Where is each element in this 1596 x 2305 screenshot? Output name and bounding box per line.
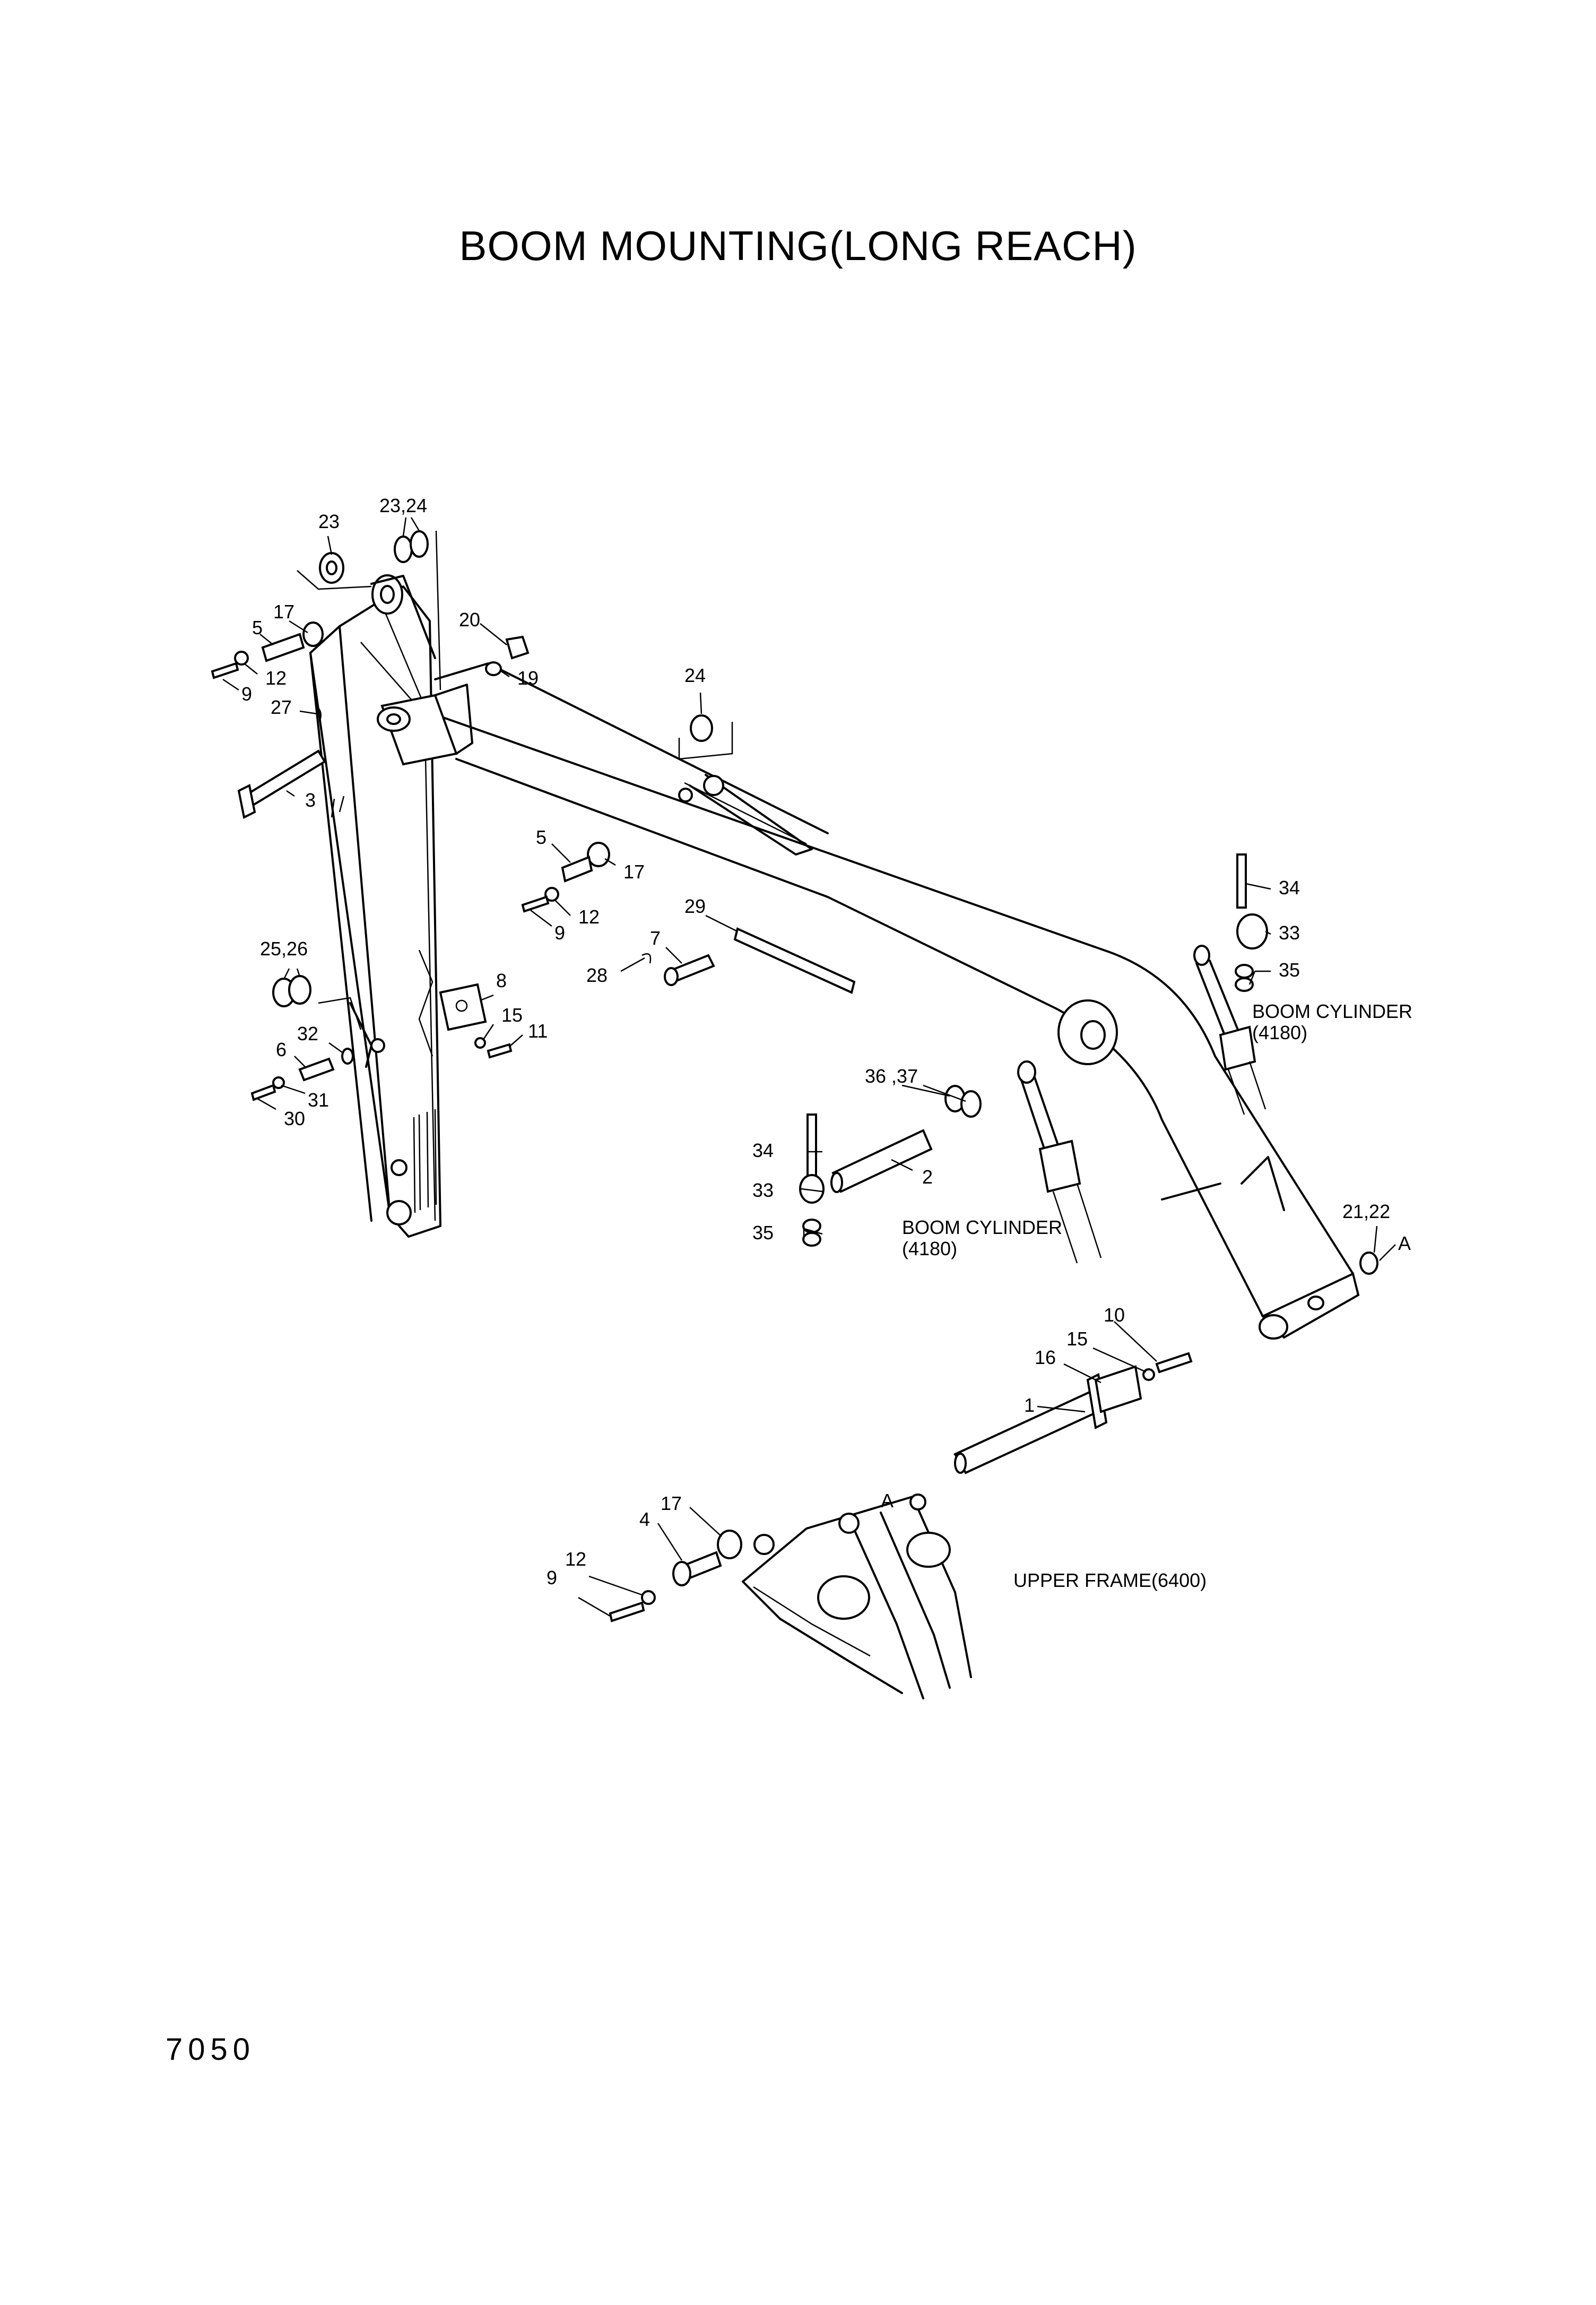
washer-31 [272, 1076, 285, 1089]
bolt-34a [1236, 853, 1247, 909]
washer-17b [587, 842, 610, 867]
bracket-8 [439, 983, 487, 1031]
page-number: 7050 [166, 2032, 256, 2067]
label-16: 16 [1035, 1346, 1056, 1368]
washer-12a [234, 651, 249, 666]
washer-12b [544, 887, 559, 902]
label-1: 1 [1024, 1394, 1035, 1416]
bolt-10 [1155, 1352, 1193, 1374]
label-30: 30 [284, 1108, 305, 1129]
washer-12c [641, 1590, 656, 1605]
label-28: 28 [586, 964, 608, 986]
label-9-mid: 9 [554, 922, 565, 944]
bolt-34b [806, 1113, 817, 1177]
label-15: 15 [501, 1004, 523, 1026]
label-33-upper: 33 [1279, 922, 1300, 944]
boom-member [377, 662, 1360, 1340]
label-2: 2 [922, 1166, 933, 1188]
washer-24 [690, 714, 713, 742]
label-12-mid: 12 [578, 906, 600, 928]
label-12: 12 [265, 667, 287, 689]
label-17-mid: 17 [623, 861, 645, 883]
nut-35a [1235, 964, 1254, 979]
washer-17c [717, 1530, 742, 1559]
label-3: 3 [305, 789, 316, 811]
label-29: 29 [684, 895, 706, 917]
label-a-frame: A [881, 1490, 894, 1512]
pin-29 [733, 927, 856, 994]
washer-26 [288, 975, 311, 1005]
leader-lines [222, 517, 1396, 1617]
bolt-9c [609, 1601, 645, 1622]
label-5-mid: 5 [536, 826, 547, 848]
nut-20 [505, 635, 530, 660]
nut-33a [1236, 913, 1268, 949]
label-33-lower: 33 [752, 1179, 774, 1201]
label-upper-frame: UPPER FRAME(6400) [1013, 1569, 1207, 1591]
page-title: BOOM MOUNTING(LONG REACH) [459, 222, 1137, 269]
label-5: 5 [252, 617, 263, 638]
label-36-37: 36 ,37 [865, 1065, 918, 1087]
label-12-lower: 12 [565, 1548, 586, 1570]
pin-2 [831, 1129, 933, 1193]
label-15-lower: 15 [1066, 1328, 1088, 1350]
bolt-30 [250, 1084, 276, 1101]
upper-frame [742, 1493, 972, 1699]
label-21-22: 21,22 [1342, 1201, 1390, 1222]
callout-labels: 23 23,24 17 5 12 9 20 19 27 3 24 5 17 12… [241, 495, 1412, 1591]
arm-member [309, 574, 441, 1238]
nut-33b [799, 1174, 825, 1204]
label-34-upper: 34 [1279, 877, 1300, 899]
washer-23-24-b [410, 530, 429, 558]
plate-16 [1094, 1365, 1142, 1413]
plate-6 [298, 1057, 335, 1082]
label-10: 10 [1104, 1304, 1125, 1326]
label-9-lower: 9 [547, 1567, 557, 1589]
washer-32 [341, 1048, 354, 1065]
label-17: 17 [273, 601, 294, 623]
label-8: 8 [496, 970, 507, 991]
washer-15a [474, 1037, 486, 1049]
boom-cylinder-lower [1017, 1060, 1102, 1264]
label-7: 7 [650, 927, 661, 949]
clip-28 [641, 953, 652, 964]
plate-5a [261, 633, 305, 662]
label-boom-cylinder-lower-ref: (4180) [902, 1238, 957, 1259]
clip-27 [315, 705, 322, 722]
label-17-lower: 17 [661, 1492, 682, 1514]
label-23-24: 23,24 [379, 495, 427, 516]
label-31: 31 [308, 1089, 329, 1111]
label-20: 20 [459, 609, 480, 631]
boom-cylinder-upper [1193, 945, 1267, 1115]
bolt-11 [487, 1043, 513, 1059]
washer-19 [485, 661, 502, 676]
washer-21-22 [1359, 1251, 1378, 1275]
shim-37 [960, 1090, 982, 1118]
label-32: 32 [297, 1023, 318, 1044]
plate-5b [561, 856, 593, 883]
label-6: 6 [276, 1039, 287, 1060]
label-23: 23 [318, 511, 340, 532]
label-9: 9 [241, 683, 252, 705]
label-35-upper: 35 [1279, 959, 1300, 981]
pin-1 [953, 1373, 1108, 1474]
label-24: 24 [684, 664, 706, 686]
label-boom-cylinder-lower: BOOM CYLINDER [902, 1216, 1062, 1238]
label-25-26: 25,26 [260, 938, 308, 960]
label-a-right: A [1398, 1232, 1411, 1254]
label-34-lower: 34 [752, 1139, 774, 1161]
label-boom-cylinder-upper: BOOM CYLINDER [1252, 1000, 1412, 1022]
washer-17a [302, 621, 324, 647]
bolt-9a [211, 662, 239, 679]
label-boom-cylinder-upper-ref: (4180) [1252, 1022, 1307, 1043]
label-27: 27 [271, 696, 292, 718]
bolt-9b [521, 895, 550, 913]
label-35-lower: 35 [752, 1222, 774, 1244]
washer-23-24-a [394, 536, 413, 563]
label-4: 4 [639, 1508, 650, 1530]
label-19: 19 [517, 667, 539, 689]
label-11: 11 [528, 1020, 548, 1042]
